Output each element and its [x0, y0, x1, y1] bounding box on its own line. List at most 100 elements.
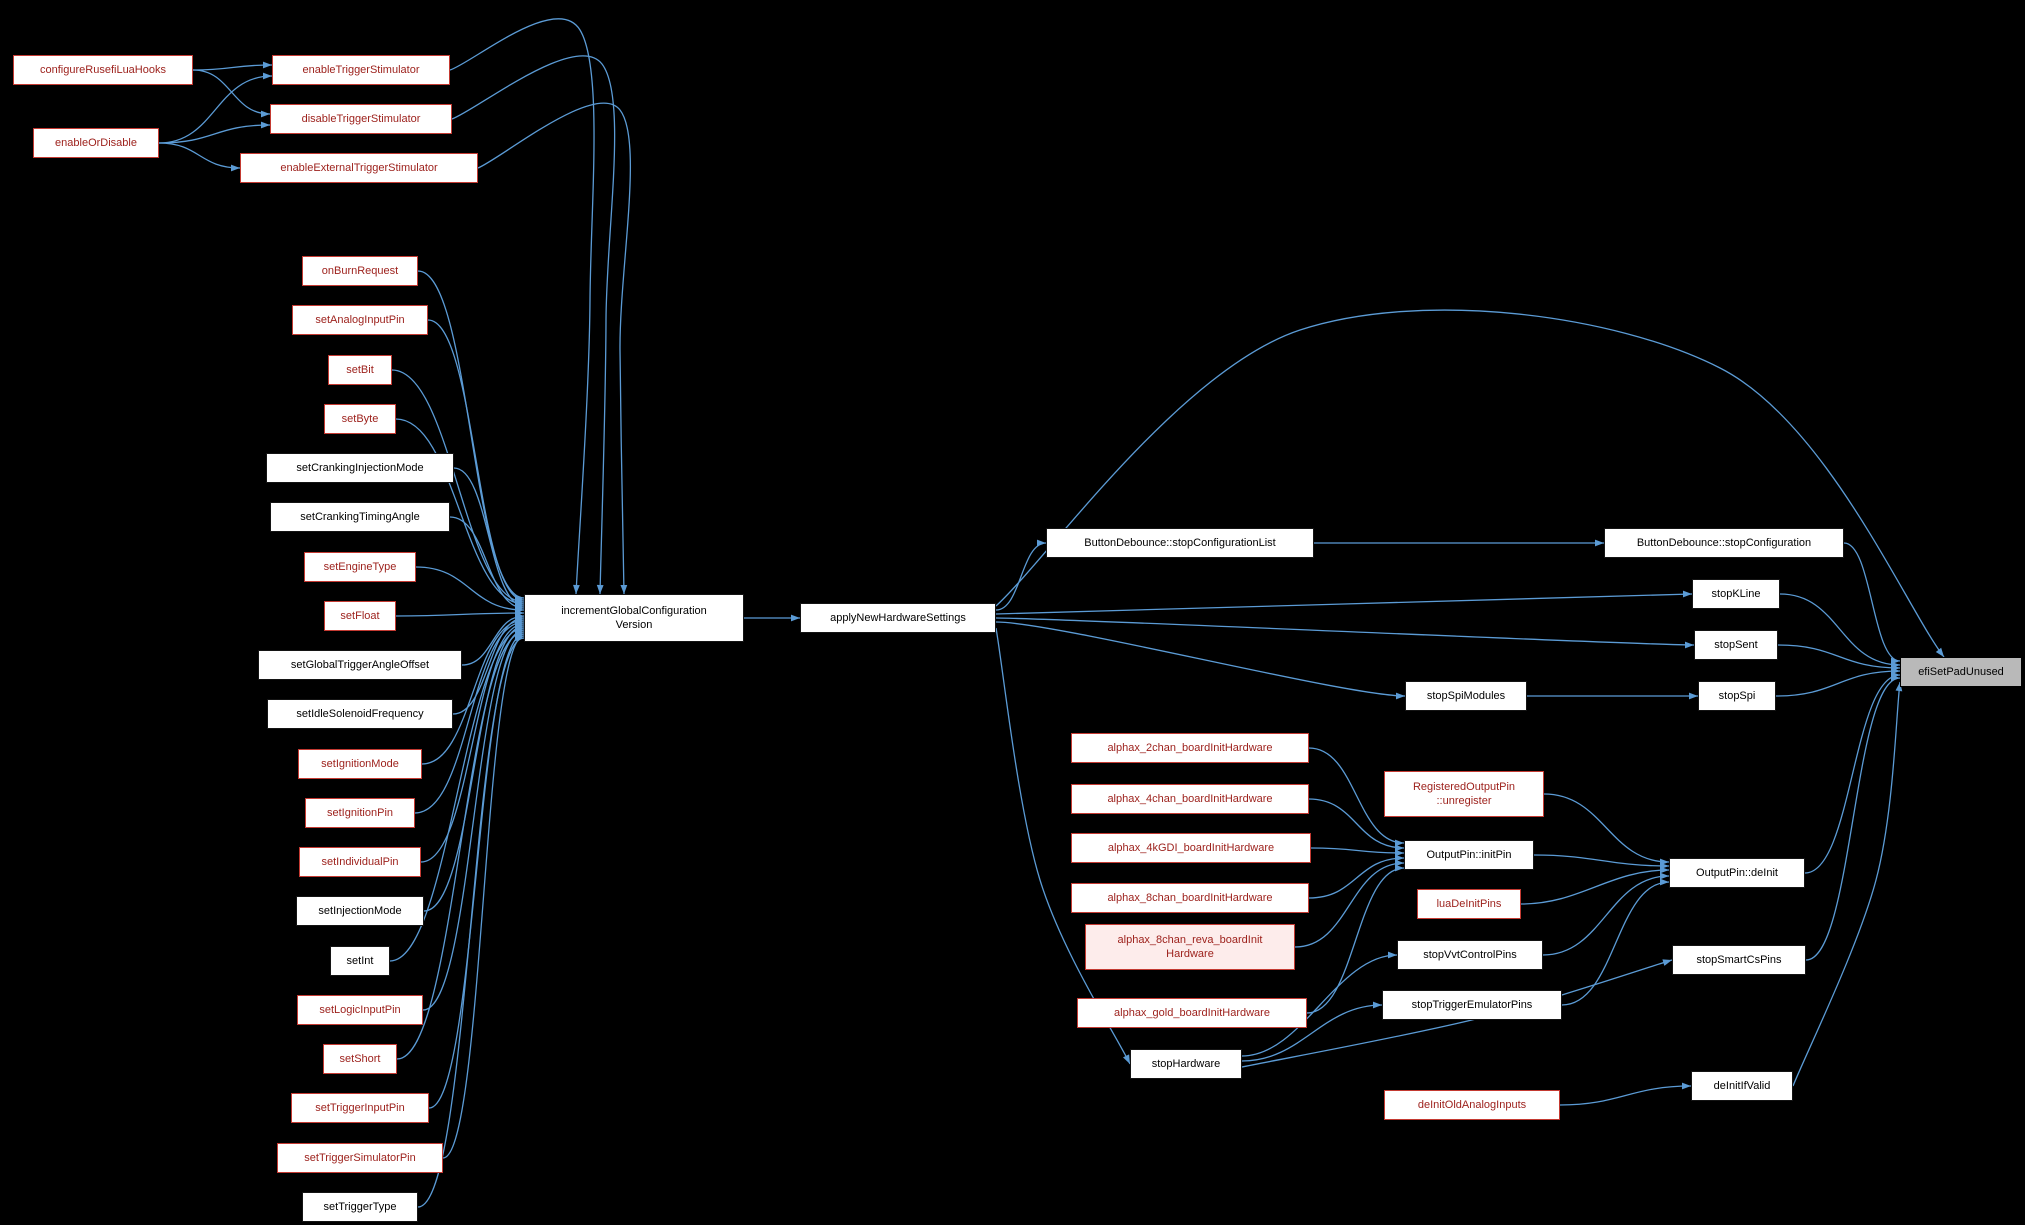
- graph-node-onBurnRequest[interactable]: onBurnRequest: [302, 256, 418, 286]
- graph-node-setGlobalTriggerAngleOffset[interactable]: setGlobalTriggerAngleOffset: [258, 650, 462, 680]
- graph-node-setLogicInputPin[interactable]: setLogicInputPin: [297, 995, 423, 1025]
- graph-node-label: setCrankingTimingAngle: [300, 511, 420, 523]
- graph-node-alphax_4chan_boardInitHardware[interactable]: alphax_4chan_boardInitHardware: [1071, 784, 1309, 814]
- edge-applyNewHardwareSettings--efiSetPadUnused: [995, 309, 1945, 658]
- graph-node-label: applyNewHardwareSettings: [830, 612, 966, 624]
- graph-node-stopSpiModules[interactable]: stopSpiModules: [1405, 681, 1527, 711]
- graph-node-stopVvtControlPins[interactable]: stopVvtControlPins: [1397, 940, 1543, 970]
- graph-node-stopSent[interactable]: stopSent: [1694, 630, 1778, 660]
- graph-node-enableOrDisable[interactable]: enableOrDisable: [33, 128, 159, 158]
- graph-node-label: stopVvtControlPins: [1423, 949, 1517, 961]
- graph-node-setBit[interactable]: setBit: [328, 355, 392, 385]
- graph-node-setAnalogInputPin[interactable]: setAnalogInputPin: [292, 305, 428, 335]
- graph-node-setTriggerSimulatorPin[interactable]: setTriggerSimulatorPin: [277, 1143, 443, 1173]
- graph-node-label: enableExternalTriggerStimulator: [280, 162, 438, 174]
- edge-arrowhead: [596, 584, 604, 594]
- graph-node-label: setShort: [339, 1053, 381, 1065]
- edge-setInjectionMode--incrementGlobalConfigurationVersion: [423, 625, 525, 912]
- edge-setEngineType--incrementGlobalConfigurationVersion: [415, 566, 525, 611]
- graph-node-setInt[interactable]: setInt: [330, 946, 390, 976]
- graph-node-deInitIfValid[interactable]: deInitIfValid: [1691, 1071, 1793, 1101]
- graph-node-alphax_8chan_reva_boardInitHardware[interactable]: alphax_8chan_reva_boardInit Hardware: [1085, 924, 1295, 970]
- graph-node-label: stopSpi: [1718, 690, 1756, 702]
- edge-stopSpi--efiSetPadUnused: [1775, 670, 1901, 697]
- graph-node-label: luaDeInitPins: [1436, 898, 1502, 910]
- edge-alphax_4chan_boardInitHardware--OutputPin::initPin: [1308, 798, 1405, 849]
- edge-enableOrDisable--enableTriggerStimulator: [158, 75, 273, 144]
- graph-node-stopSpi[interactable]: stopSpi: [1698, 681, 1776, 711]
- graph-node-enableExternalTriggerStimulator[interactable]: enableExternalTriggerStimulator: [240, 153, 478, 183]
- edge-setIgnitionPin--incrementGlobalConfigurationVersion: [414, 621, 525, 814]
- graph-node-setIdleSolenoidFrequency[interactable]: setIdleSolenoidFrequency: [267, 699, 453, 729]
- graph-node-efiSetPadUnused: efiSetPadUnused: [1900, 657, 2022, 687]
- graph-node-label: setEngineType: [323, 561, 397, 573]
- graph-node-label: setIdleSolenoidFrequency: [296, 708, 424, 720]
- graph-node-setShort[interactable]: setShort: [323, 1044, 397, 1074]
- edge-alphax_8chan_boardInitHardware--OutputPin::initPin: [1308, 857, 1405, 899]
- graph-node-setIndividualPin[interactable]: setIndividualPin: [299, 847, 421, 877]
- graph-node-luaDeInitPins[interactable]: luaDeInitPins: [1417, 889, 1521, 919]
- graph-node-stopSmartCsPins[interactable]: stopSmartCsPins: [1672, 945, 1806, 975]
- graph-node-stopTriggerEmulatorPins[interactable]: stopTriggerEmulatorPins: [1382, 990, 1562, 1020]
- graph-node-label: setIndividualPin: [321, 856, 399, 868]
- edge-arrowhead: [791, 614, 800, 622]
- graph-node-label: alphax_8chan_reva_boardInit Hardware: [1117, 934, 1263, 960]
- graph-node-alphax_4kGDI_boardInitHardware[interactable]: alphax_4kGDI_boardInitHardware: [1071, 833, 1311, 863]
- edge-setCrankingInjectionMode--incrementGlobalConfigurationVersion: [453, 467, 525, 607]
- graph-node-stopKLine[interactable]: stopKLine: [1692, 579, 1780, 609]
- graph-node-setTriggerType[interactable]: setTriggerType: [302, 1192, 418, 1222]
- graph-node-disableTriggerStimulator[interactable]: disableTriggerStimulator: [270, 104, 452, 134]
- edge-setIgnitionMode--incrementGlobalConfigurationVersion: [421, 619, 525, 765]
- graph-node-label: alphax_8chan_boardInitHardware: [1107, 892, 1273, 904]
- graph-node-incrementGlobalConfigurationVersion[interactable]: incrementGlobalConfiguration Version: [524, 594, 744, 642]
- edge-stopTriggerEmulatorPins--OutputPin::deInit: [1561, 881, 1670, 1006]
- graph-node-ButtonDebounce::stopConfiguration[interactable]: ButtonDebounce::stopConfiguration: [1604, 528, 1844, 558]
- graph-node-label: onBurnRequest: [321, 265, 399, 277]
- graph-node-label: alphax_2chan_boardInitHardware: [1107, 742, 1273, 754]
- graph-node-configureRusefiLuaHooks[interactable]: configureRusefiLuaHooks: [13, 55, 193, 85]
- graph-node-OutputPin::initPin[interactable]: OutputPin::initPin: [1404, 840, 1534, 870]
- graph-node-setByte[interactable]: setByte: [324, 404, 396, 434]
- graph-node-setIgnitionPin[interactable]: setIgnitionPin: [305, 798, 415, 828]
- graph-node-alphax_8chan_boardInitHardware[interactable]: alphax_8chan_boardInitHardware: [1071, 883, 1309, 913]
- graph-node-setInjectionMode[interactable]: setInjectionMode: [296, 896, 424, 926]
- graph-node-setEngineType[interactable]: setEngineType: [304, 552, 416, 582]
- graph-node-label: stopHardware: [1151, 1058, 1221, 1070]
- graph-node-OutputPin::deInit[interactable]: OutputPin::deInit: [1669, 858, 1805, 888]
- graph-node-RegisteredOutputPin::unregister[interactable]: RegisteredOutputPin ::unregister: [1384, 771, 1544, 817]
- graph-node-label: stopTriggerEmulatorPins: [1411, 999, 1533, 1011]
- graph-node-alphax_2chan_boardInitHardware[interactable]: alphax_2chan_boardInitHardware: [1071, 733, 1309, 763]
- edge-setInt--incrementGlobalConfigurationVersion: [389, 627, 525, 962]
- graph-node-alphax_gold_boardInitHardware[interactable]: alphax_gold_boardInitHardware: [1077, 998, 1307, 1028]
- edge-arrowhead: [1395, 859, 1404, 867]
- edge-applyNewHardwareSettings--stopKLine: [995, 593, 1693, 615]
- graph-node-ButtonDebounce::stopConfigurationList[interactable]: ButtonDebounce::stopConfigurationList: [1046, 528, 1314, 558]
- graph-node-label: setTriggerType: [323, 1201, 397, 1213]
- graph-node-label: stopSpiModules: [1426, 690, 1506, 702]
- edge-arrowhead: [1891, 674, 1900, 682]
- graph-node-label: setTriggerSimulatorPin: [304, 1152, 416, 1164]
- graph-node-setCrankingInjectionMode[interactable]: setCrankingInjectionMode: [266, 453, 454, 483]
- edge-arrowhead: [1388, 951, 1397, 959]
- graph-node-label: setFloat: [340, 610, 380, 622]
- graph-node-label: setAnalogInputPin: [315, 314, 405, 326]
- graph-node-label: stopKLine: [1711, 588, 1761, 600]
- graph-node-stopHardware[interactable]: stopHardware: [1130, 1049, 1242, 1079]
- graph-node-setIgnitionMode[interactable]: setIgnitionMode: [298, 749, 422, 779]
- graph-node-enableTriggerStimulator[interactable]: enableTriggerStimulator: [272, 55, 450, 85]
- graph-node-label: setLogicInputPin: [319, 1004, 401, 1016]
- graph-node-label: deInitOldAnalogInputs: [1417, 1099, 1527, 1111]
- edge-alphax_4kGDI_boardInitHardware--OutputPin::initPin: [1310, 847, 1405, 854]
- graph-node-applyNewHardwareSettings[interactable]: applyNewHardwareSettings: [800, 603, 996, 633]
- graph-node-setTriggerInputPin[interactable]: setTriggerInputPin: [291, 1093, 429, 1123]
- graph-node-deInitOldAnalogInputs[interactable]: deInitOldAnalogInputs: [1384, 1090, 1560, 1120]
- graph-node-setCrankingTimingAngle[interactable]: setCrankingTimingAngle: [270, 502, 450, 532]
- edge-arrowhead: [231, 164, 240, 172]
- edge-arrowhead: [1122, 1054, 1130, 1064]
- edge-arrowhead: [1935, 647, 1944, 657]
- graph-node-label: deInitIfValid: [1713, 1080, 1771, 1092]
- edge-arrowhead: [1683, 590, 1692, 598]
- edge-arrowhead: [1396, 692, 1405, 700]
- graph-node-setFloat[interactable]: setFloat: [324, 601, 396, 631]
